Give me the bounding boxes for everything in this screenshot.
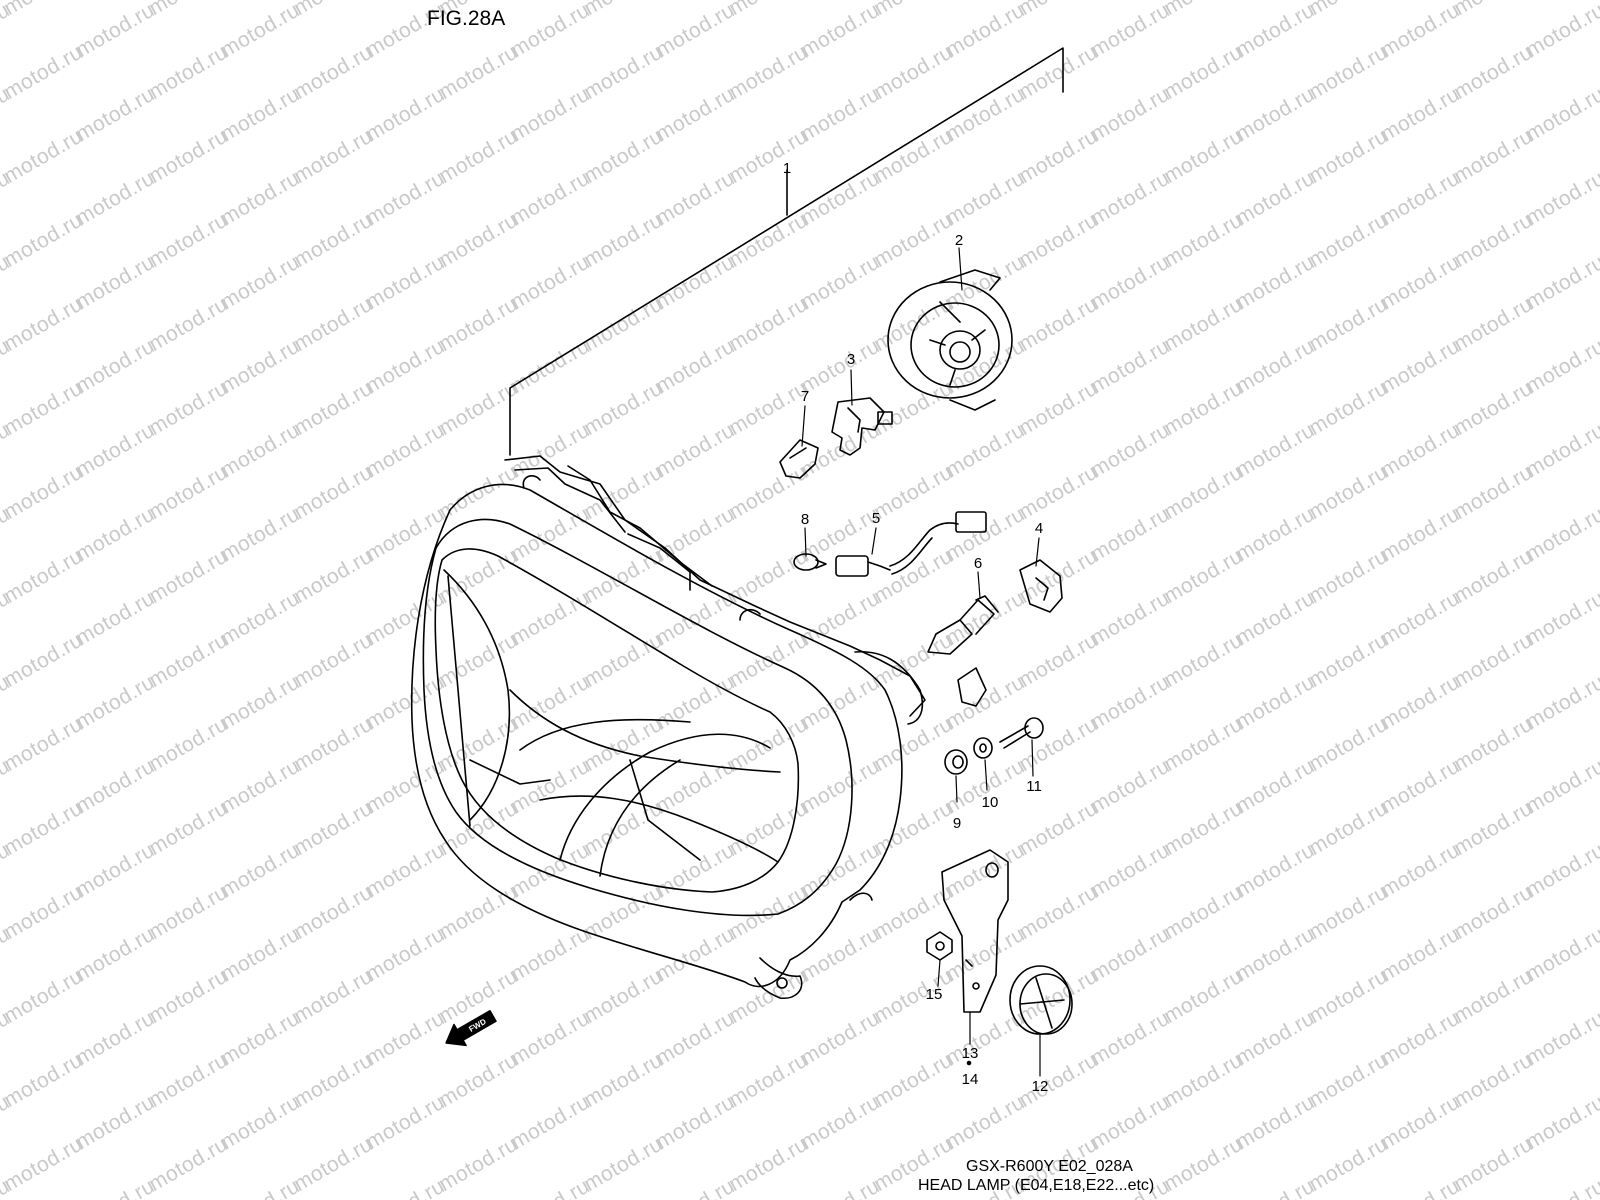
part-3-socket: [832, 398, 892, 455]
callout-11: 11: [1026, 778, 1042, 795]
callout-10: 10: [981, 794, 999, 811]
fwd-arrow: FWD: [440, 1006, 499, 1054]
caption-description: HEAD LAMP (E04,E18,E22...etc): [918, 1177, 1155, 1194]
part-13-bracket: [942, 850, 1008, 1012]
part-15-nut: [927, 932, 952, 960]
elbow-socket: [958, 668, 986, 706]
callout-7: 7: [800, 388, 810, 405]
callout-9: 9: [952, 815, 962, 832]
callout-leaders: [802, 248, 1040, 1076]
assembly-leader-lines: [510, 48, 1063, 455]
caption-model: GSX-R600Y E02_028A: [966, 1158, 1133, 1175]
callout-5: 5: [871, 510, 881, 527]
part-6-headlamp-bulb: [928, 596, 998, 654]
callout-2: 2: [954, 232, 964, 249]
callout-6: 6: [973, 555, 983, 572]
part-12-cap: [1010, 966, 1072, 1034]
part-8-wedge-bulb: [794, 554, 826, 570]
callout-1: 1: [782, 160, 792, 177]
part-10-washer: [974, 738, 992, 758]
callout-8: 8: [800, 511, 810, 528]
part-11-bolt: [1000, 718, 1043, 748]
callout-15: 15: [925, 986, 943, 1003]
part-5-socket-wire: [836, 512, 986, 576]
part-9-cushion: [945, 750, 967, 774]
part-7-small-bulb: [780, 440, 818, 478]
part-4-bulb-holder: [1020, 560, 1062, 612]
callout-13: 13: [961, 1045, 979, 1062]
callout-4: 4: [1034, 520, 1044, 537]
callout-14: 14: [961, 1071, 979, 1088]
callout-3: 3: [846, 351, 856, 368]
figure-title: FIG.28A: [427, 7, 506, 30]
callout-12: 12: [1031, 1078, 1049, 1095]
headlamp-housing-drawing: [412, 456, 925, 998]
part-2-bulb-cover: [888, 270, 1012, 410]
bullet-dot: [968, 1062, 971, 1065]
